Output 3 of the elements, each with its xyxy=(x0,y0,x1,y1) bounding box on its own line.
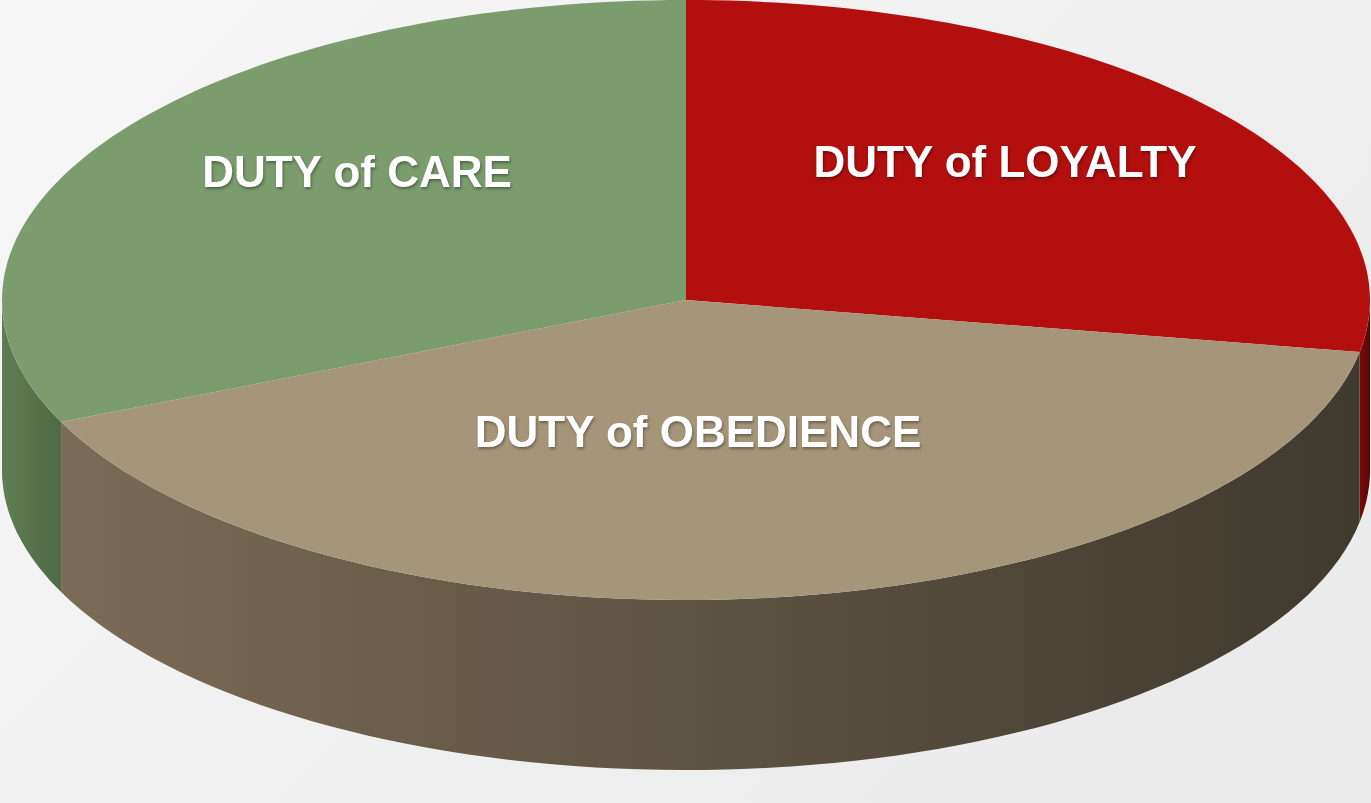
slice-label: DUTY of CARE xyxy=(202,147,512,197)
slice-label: DUTY of OBEDIENCE xyxy=(474,407,922,457)
slice-label: DUTY of LOYALTY xyxy=(813,137,1197,187)
